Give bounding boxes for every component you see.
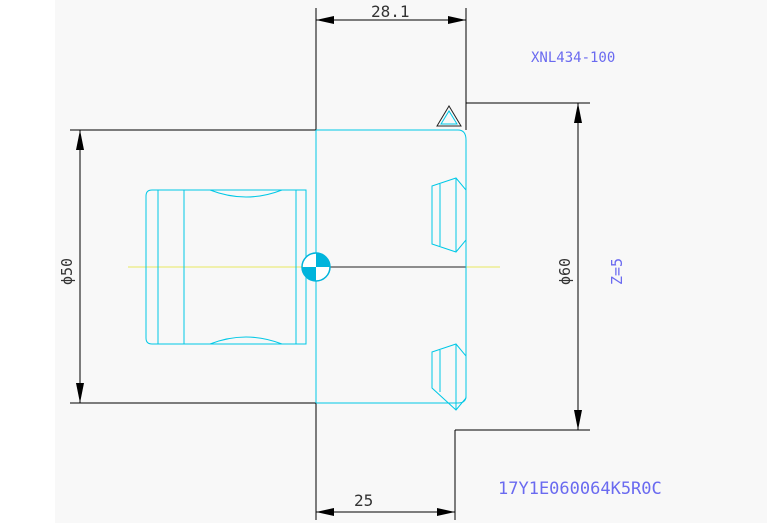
dimension-top [315, 8, 467, 130]
ordering-code-label: 17Y1E060064K5R0C [498, 479, 662, 499]
part-number-label: XNL434-100 [531, 50, 615, 66]
dimension-bottom-label: 25 [354, 491, 373, 510]
dimension-top-label: 28.1 [371, 2, 410, 21]
shank [145, 189, 307, 345]
insert-pocket-lower [431, 343, 467, 411]
dimension-left-label: ϕ50 [58, 258, 76, 285]
teeth-count-label: Z=5 [608, 258, 626, 285]
dimension-left [70, 129, 316, 404]
insert-pocket-upper [431, 177, 467, 253]
drawing-background [55, 0, 767, 523]
dimension-bottom [315, 400, 456, 520]
dimension-right [455, 102, 590, 431]
datum-triangle [436, 105, 462, 127]
origin-marker [301, 252, 331, 282]
dimension-right-label: ϕ60 [556, 258, 574, 285]
